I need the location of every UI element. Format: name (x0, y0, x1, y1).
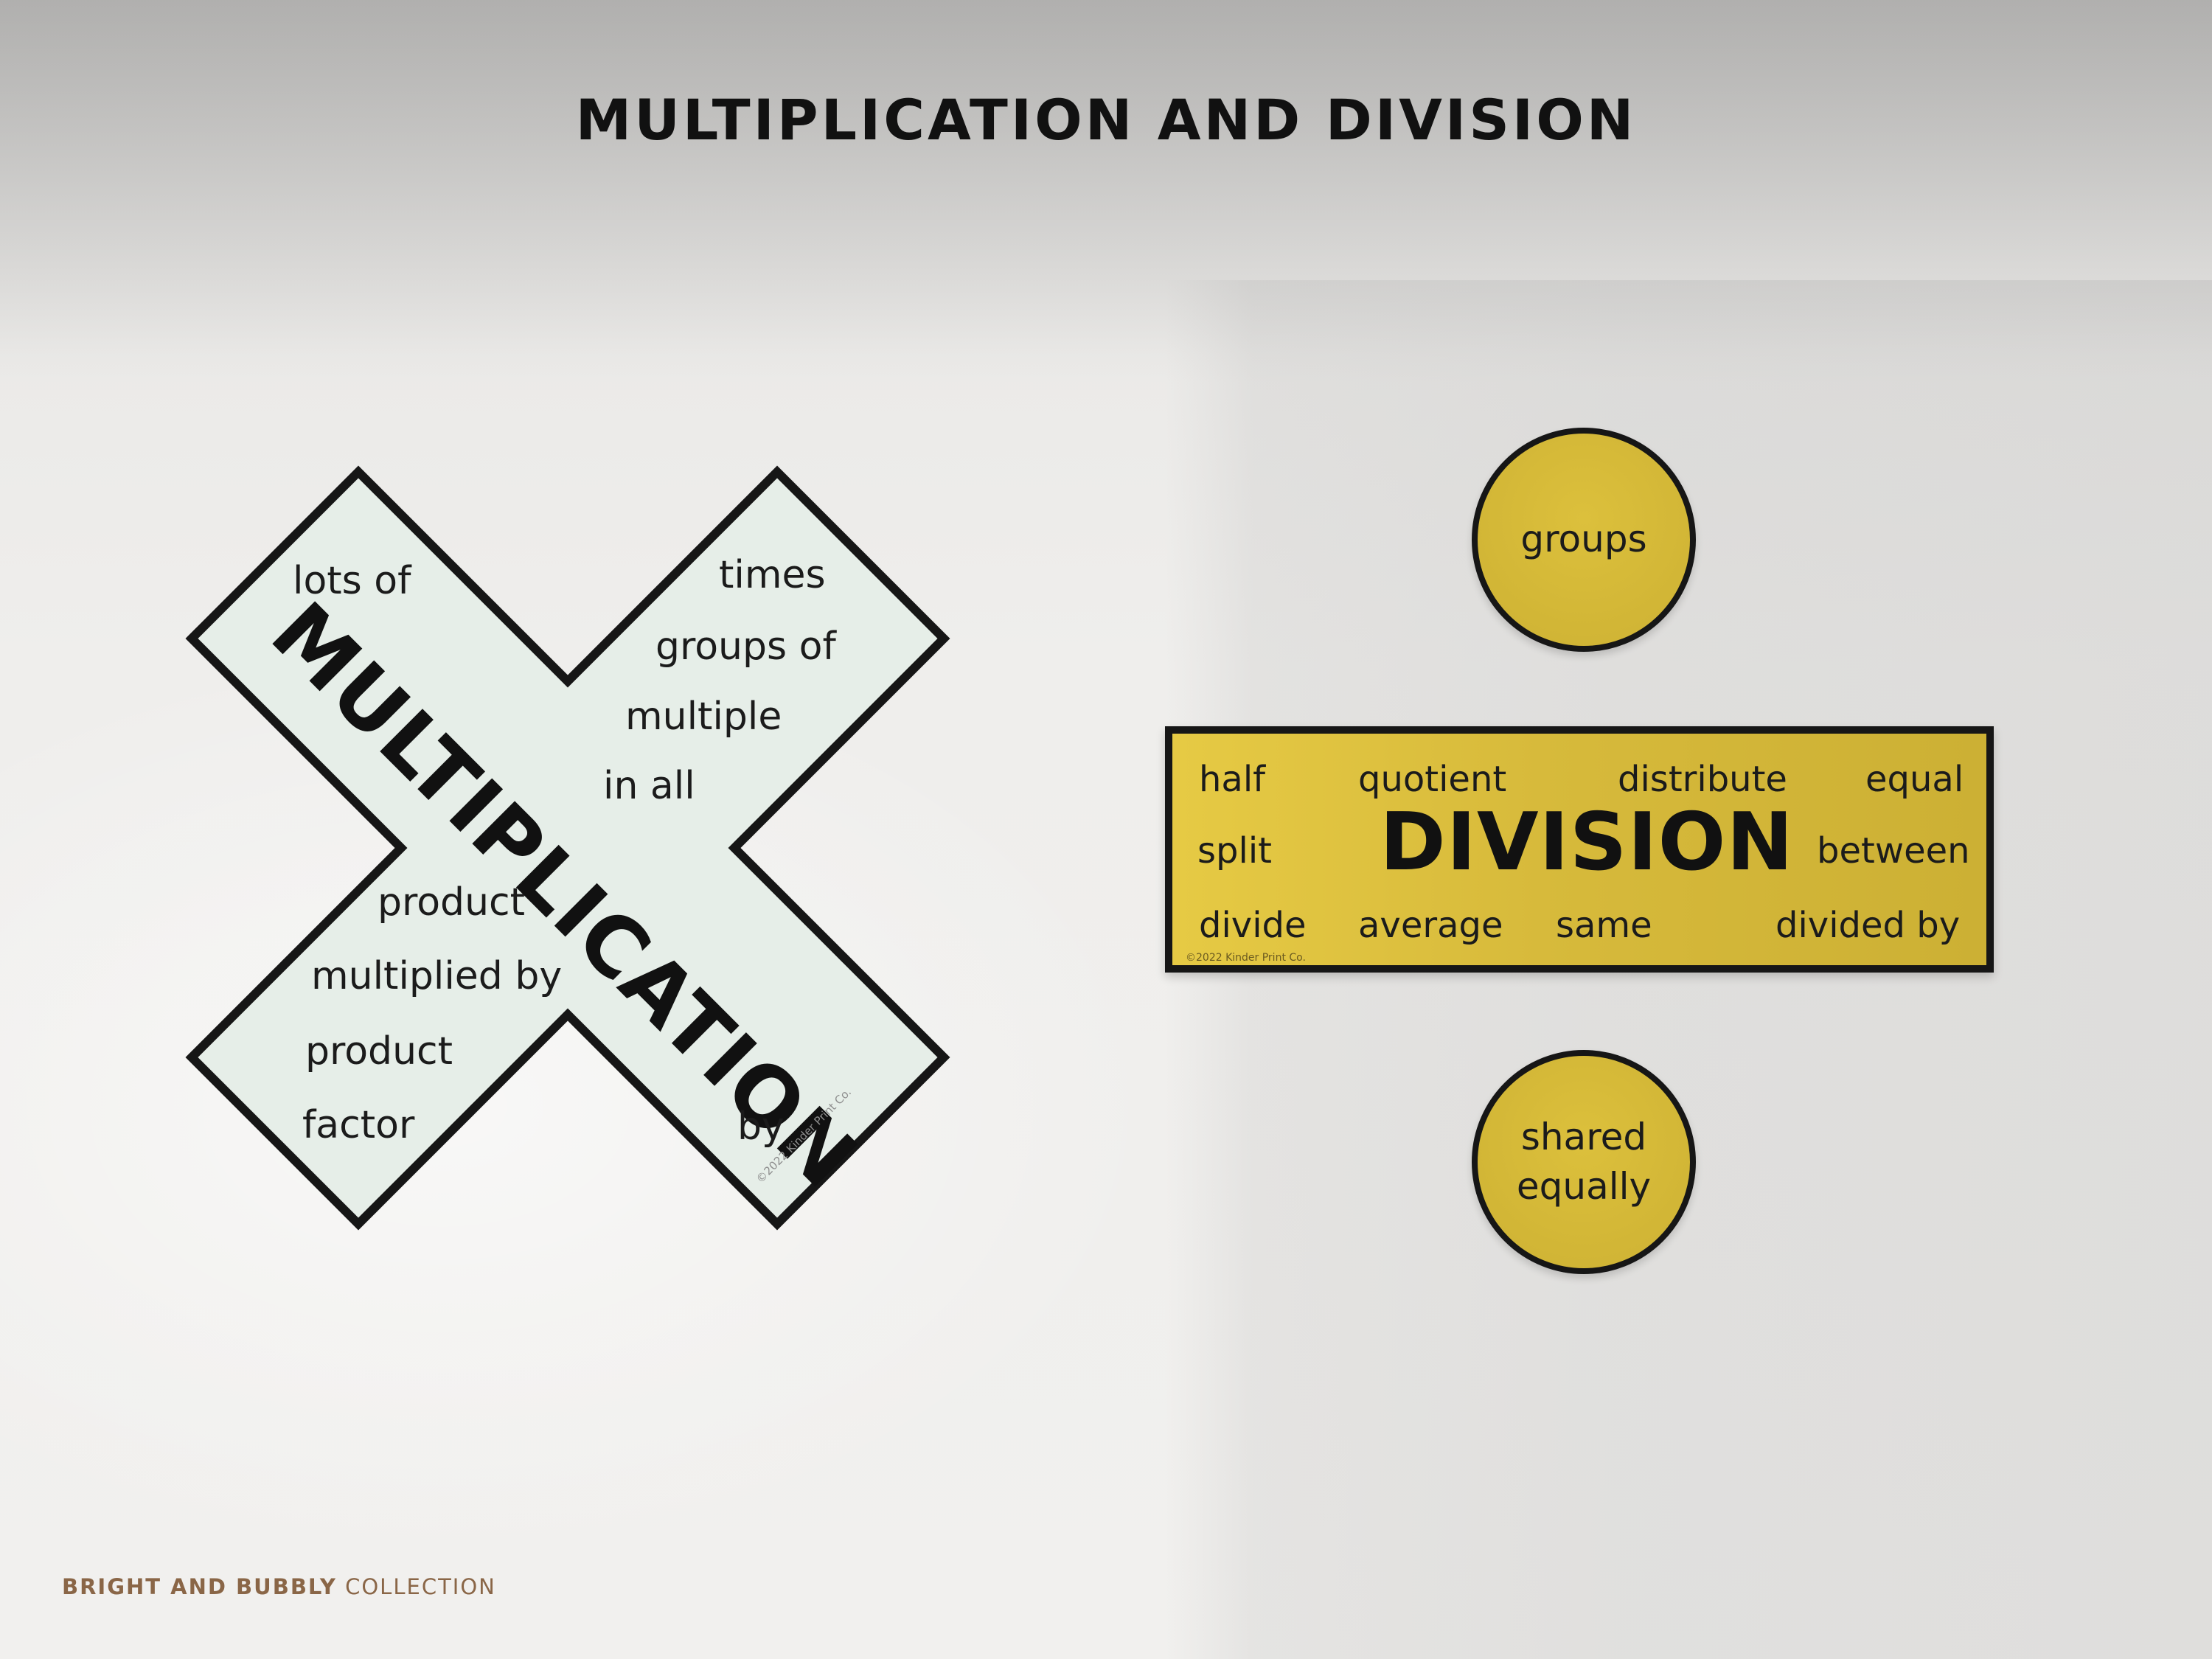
word-factor: factor (302, 1103, 415, 1147)
multiplication-x-outline (185, 465, 950, 1231)
division-banner: half quotient distribute equal split bet… (1165, 726, 1994, 973)
word-in-all: in all (603, 764, 695, 808)
word-divide: divide (1199, 905, 1307, 946)
page-title: MULTIPLICATION AND DIVISION (575, 87, 1637, 153)
word-between: between (1817, 830, 1970, 872)
word-multiplied-by: multiplied by (311, 954, 563, 998)
word-equal: equal (1865, 759, 1964, 800)
footer-collection-name: BRIGHT AND BUBBLY (62, 1574, 337, 1599)
wall-shadow-top (0, 0, 2212, 383)
word-groups-of: groups of (655, 625, 836, 669)
word-same: same (1556, 905, 1652, 946)
word-distribute: distribute (1618, 759, 1787, 800)
division-dot-bottom-line2: equally (1516, 1165, 1652, 1208)
division-dot-top: groups (1472, 428, 1696, 652)
division-copyright: ©2022 Kinder Print Co. (1186, 952, 1306, 964)
footer-collection-suffix: COLLECTION (336, 1574, 496, 1599)
footer-collection-label: BRIGHT AND BUBBLY COLLECTION (62, 1574, 496, 1599)
word-by: by (737, 1105, 785, 1149)
word-multiple: multiple (625, 695, 782, 739)
division-dot-bottom: shared equally (1472, 1050, 1696, 1274)
word-product: product (378, 880, 526, 925)
word-times: times (719, 553, 826, 597)
multiplication-poster: MULTIPLICATION lots of times groups of m… (177, 465, 959, 1231)
division-dot-bottom-text: shared equally (1517, 1113, 1651, 1212)
division-heading: DIVISION (1380, 796, 1794, 888)
word-half: half (1199, 759, 1266, 800)
word-average: average (1358, 905, 1503, 946)
division-dot-bottom-line1: shared (1520, 1115, 1647, 1158)
division-dot-top-label: groups (1520, 518, 1647, 561)
word-quotient: quotient (1358, 759, 1507, 800)
word-split: split (1197, 830, 1272, 872)
word-lots-of: lots of (293, 559, 411, 603)
word-divided-by: divided by (1775, 905, 1961, 946)
word-product-2: product (305, 1029, 453, 1074)
multiplication-x-shape (185, 465, 950, 1231)
